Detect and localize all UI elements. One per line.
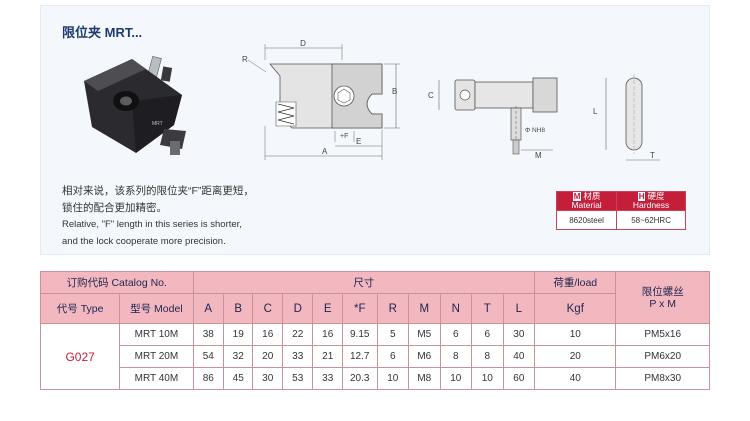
dim-header-C: C [252, 293, 283, 324]
dim-header-E: E [312, 293, 343, 324]
dim-cell: 30 [252, 367, 283, 390]
table-row: G027 MRT 10M 38 19 16 22 16 9.15 5 M5 6 … [39, 323, 710, 390]
model-cell: MRT 20M [119, 345, 194, 368]
product-title: 限位夹 MRT... [62, 25, 143, 40]
dim-cell: 20.3 [341, 367, 378, 390]
dim-cell: 54 [192, 345, 224, 368]
dim-header-A: A [192, 293, 224, 324]
dim-cell: 33 [312, 367, 343, 390]
dim-label-R: R [242, 55, 248, 64]
table-row: MRT 40M 86 45 30 53 33 20.3 10 M8 10 10 … [41, 367, 710, 390]
dim-cell: 6 [471, 323, 504, 346]
dim-header-T: T [471, 293, 504, 324]
dim-cell: 20 [252, 345, 283, 368]
load-cell: 20 [534, 345, 617, 368]
model-cell: MRT 40M [119, 367, 194, 390]
dim-label-C: C [428, 91, 434, 100]
dim-label-E: E [356, 137, 361, 146]
dim-cell: 45 [222, 367, 254, 390]
load-cell: 40 [534, 367, 617, 390]
dim-cell: 53 [281, 367, 314, 390]
dim-label-D: D [300, 39, 306, 48]
dim-cell: 38 [192, 323, 224, 346]
desc-cn-line-2: 锁住的配合更加精密。 [62, 202, 167, 214]
dim-cell: 12.7 [341, 345, 378, 368]
dim-cell: 16 [252, 323, 283, 346]
svg-text:MRT: MRT [152, 121, 163, 127]
dim-label-L: L [593, 107, 598, 116]
load-cell: 10 [534, 323, 617, 346]
dim-label-N: Φ NH8 [525, 127, 545, 134]
model-header: 型号 Model [119, 293, 194, 324]
dim-cell: 10 [439, 367, 473, 390]
dim-cell: 22 [281, 323, 314, 346]
dim-header-B: B [222, 293, 254, 324]
dim-cell: 32 [222, 345, 254, 368]
dim-label-B: B [392, 87, 397, 96]
dim-cell: 33 [281, 345, 314, 368]
dim-cell: 19 [222, 323, 254, 346]
material-value: 8620steel [555, 210, 618, 230]
dim-cell: 21 [312, 345, 343, 368]
dim-cell: M8 [408, 367, 441, 390]
model-cell: MRT 10M [119, 323, 194, 346]
size-header: 尺寸 [192, 271, 536, 294]
side-view-drawing: C Φ NH8 M [428, 77, 558, 160]
dim-cell: 8 [471, 345, 504, 368]
dim-header-F: *F [341, 293, 378, 324]
dim-header-D: D [281, 293, 314, 324]
material-header-en: Material [571, 200, 602, 210]
dim-header-M: M [408, 293, 441, 324]
type-header: 代号 Type [39, 293, 121, 324]
dim-cell: 16 [312, 323, 343, 346]
dim-cell: 10 [376, 367, 410, 390]
desc-en-line-2: and the lock cooperate more precision. [62, 236, 226, 247]
product-photo: MRT [84, 55, 186, 155]
dim-label-T: T [650, 151, 655, 160]
screw-cell: PM5x16 [615, 323, 710, 346]
screw-cell: PM8x30 [615, 367, 710, 390]
dim-cell: 5 [376, 323, 410, 346]
dim-cell: 6 [439, 323, 473, 346]
type-code: G027 [39, 323, 121, 390]
dim-cell: M6 [408, 345, 441, 368]
dim-label-M: M [535, 151, 542, 160]
dim-header-L: L [502, 293, 536, 324]
dim-cell: 30 [502, 323, 536, 346]
load-unit-header: Kgf [534, 293, 617, 324]
dim-header-R: R [376, 293, 410, 324]
hardness-value: 58~62HRC [616, 210, 686, 230]
catalog-header: 订购代码 Catalog No. [40, 271, 194, 294]
dim-label-F: +F [340, 133, 348, 140]
screw-cell: PM6x20 [615, 345, 710, 368]
desc-cn-line-1: 相对来说，该系列的限位夹“F”距离更短， [62, 185, 254, 197]
dim-cell: 40 [502, 345, 536, 368]
pin-drawing: L T [593, 74, 660, 161]
dim-cell: 8 [439, 345, 473, 368]
clamp-dimension-drawing: D R B +F E A [242, 39, 400, 160]
material-badge: M [572, 192, 582, 201]
dim-label-A: A [322, 147, 328, 156]
dim-cell: 10 [471, 367, 504, 390]
dim-cell: 9.15 [341, 323, 378, 346]
dim-cell: 60 [502, 367, 536, 390]
desc-en-line-1: Relative, "F" length in this series is s… [62, 219, 242, 230]
table-row: MRT 20M 54 32 20 33 21 12.7 6 M6 8 8 40 … [41, 345, 710, 368]
dim-cell: M5 [408, 323, 441, 346]
load-header: 荷重/load [534, 271, 617, 294]
hardness-badge: H [637, 192, 646, 201]
dim-cell: 6 [376, 345, 410, 368]
hardness-header-en: Hardness [632, 200, 670, 210]
dim-header-N: N [439, 293, 473, 324]
dim-cell: 86 [192, 367, 224, 390]
